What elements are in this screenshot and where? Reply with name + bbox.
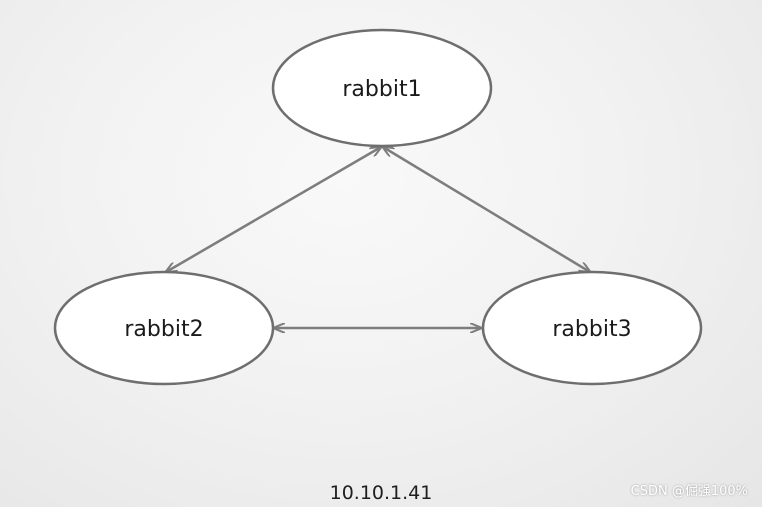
edge-rabbit1-rabbit3: [383, 147, 590, 272]
watermark-text: CSDN @倔强100%: [630, 484, 748, 499]
edge-rabbit1-rabbit2: [166, 147, 381, 272]
node-rabbit1: rabbit1: [271, 28, 493, 148]
node-rabbit2: rabbit2: [53, 270, 275, 386]
node-rabbit3-label: rabbit3: [552, 317, 631, 342]
node-rabbit3: rabbit3: [481, 270, 703, 386]
node-rabbit1-label: rabbit1: [342, 77, 421, 102]
cluster-address-label: 10.10.1.41: [330, 482, 433, 504]
node-rabbit2-label: rabbit2: [124, 317, 203, 342]
